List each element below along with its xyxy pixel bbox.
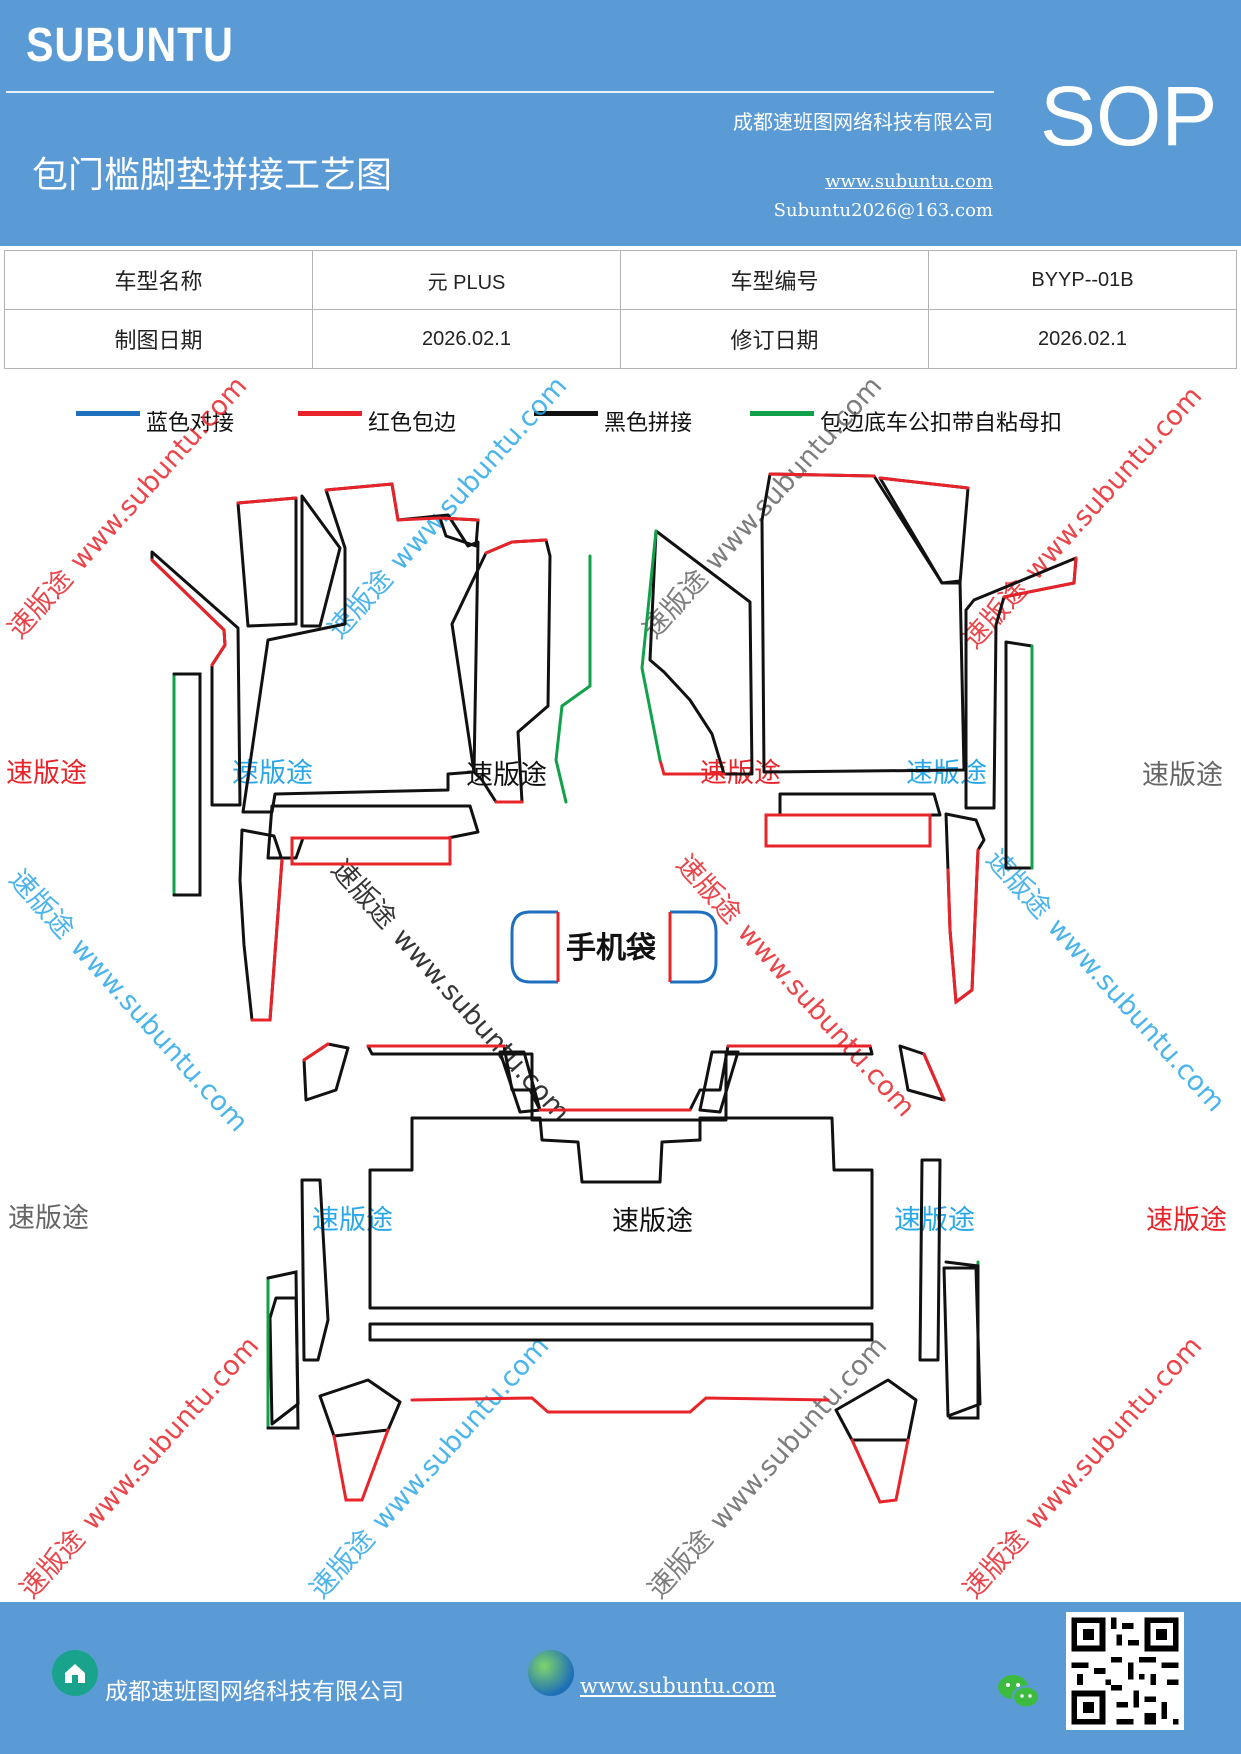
watermark-url: www.subuntu.com [1041, 912, 1231, 1118]
watermark-text: 速版途 [670, 849, 747, 930]
qr-code-image [1066, 1612, 1184, 1730]
watermark-url: www.subuntu.com [1019, 1331, 1209, 1537]
vehicle-info-table: 车型名称 元 PLUS 车型编号 BYYP--01B 制图日期 2026.02.… [4, 250, 1237, 369]
sop-label: SOP [1040, 69, 1218, 163]
phone-bag-right-piece [670, 910, 718, 984]
watermark-text: 速版途 [2, 564, 79, 645]
footer-website-link[interactable]: www.subuntu.com [580, 1674, 776, 1698]
phone-bag-left-piece [510, 910, 558, 984]
watermark-text: 速版途 [894, 1205, 975, 1236]
phone-bag-label: 手机袋 [566, 931, 656, 966]
watermark-url: www.subuntu.com [76, 1331, 266, 1537]
home-icon-glyph [65, 1664, 85, 1683]
footer-company: 成都速班图网络科技有限公司 [105, 1679, 404, 1705]
model-code-label: 车型编号 [620, 250, 929, 310]
header-company: 成都速班图网络科技有限公司 [733, 110, 993, 134]
legend-label: 红色包边 [368, 411, 457, 436]
brand-logo: SUBUNTU [26, 19, 234, 72]
watermark-text: 速版途 [3, 864, 80, 945]
model-name-label: 车型名称 [4, 250, 313, 310]
wechat-icon-glyph [998, 1675, 1040, 1709]
watermark-text: 速版途 [957, 1524, 1034, 1602]
page-header: SUBUNTU 包门槛脚垫拼接工艺图 成都速班图网络科技有限公司 www.sub… [0, 0, 1241, 246]
watermark-url: www.subuntu.com [386, 922, 576, 1128]
qr-code [1066, 1612, 1184, 1730]
watermark-text: 速版途 [325, 854, 402, 935]
revise-date-value: 2026.02.1 [928, 309, 1237, 369]
watermark-text: 速版途 [1146, 1205, 1227, 1236]
legend-label: 黑色拼接 [604, 411, 693, 436]
watermark-url: www.subuntu.com [731, 917, 921, 1123]
watermark-text: 速版途 [642, 1524, 719, 1602]
watermark-text: 速版途 [1142, 760, 1223, 791]
legend-label: 蓝色对接 [146, 411, 235, 436]
table-row: 车型名称 元 PLUS 车型编号 BYYP--01B [4, 250, 1237, 310]
watermark-text: 速版途 [14, 1524, 91, 1602]
model-name-value: 元 PLUS [312, 250, 621, 310]
legend-swatch-black [534, 411, 598, 416]
watermark-text: 速版途 [312, 1205, 393, 1236]
watermark-labels: 速版途 速版途 速版途 速版途 速版途 速版途 速版途 速版途 速版途 速版途 … [6, 758, 1227, 1237]
watermark-url: www.subuntu.com [64, 371, 254, 577]
legend-swatch-green [750, 411, 814, 416]
revise-date-label: 修订日期 [620, 309, 929, 369]
page-title: 包门槛脚垫拼接工艺图 [32, 155, 393, 196]
red-edge-lines [150, 472, 1078, 1504]
watermark-text: 速版途 [6, 758, 87, 789]
draw-date-label: 制图日期 [4, 309, 313, 369]
draw-date-value: 2026.02.1 [312, 309, 621, 369]
legend-swatch-blue [76, 411, 140, 416]
header-divider [6, 91, 994, 93]
watermark-url: www.subuntu.com [64, 932, 254, 1138]
home-icon [52, 1650, 98, 1696]
model-code-value: BYYP--01B [928, 250, 1237, 310]
wechat-icon[interactable] [996, 1672, 1042, 1712]
watermark-text: 速版途 [980, 844, 1057, 925]
watermark-text: 速版途 [232, 758, 313, 789]
green-edge-lines [172, 529, 1034, 1430]
header-website-link[interactable]: www.subuntu.com [825, 171, 993, 192]
watermark-url: www.subuntu.com [366, 1331, 556, 1537]
page-footer: 成都速班图网络科技有限公司 www.subuntu.com [0, 1602, 1241, 1754]
globe-icon [528, 1650, 574, 1696]
watermark-text: 速版途 [906, 758, 987, 789]
watermark-text: 速版途 [304, 1524, 381, 1602]
watermark-url: www.subuntu.com [704, 1331, 894, 1537]
watermark-text: 速版途 [612, 1206, 693, 1237]
header-email[interactable]: Subuntu2026@163.com [773, 200, 993, 221]
legend-swatch-red [298, 411, 362, 416]
legend-label: 包边底车公扣带自粘母扣 [820, 411, 1063, 436]
watermark-url: www.subuntu.com [1019, 381, 1209, 587]
watermark-text: 速版途 [8, 1203, 89, 1234]
phone-bag: 手机袋 [510, 910, 718, 984]
table-row: 制图日期 2026.02.1 修订日期 2026.02.1 [4, 309, 1237, 369]
